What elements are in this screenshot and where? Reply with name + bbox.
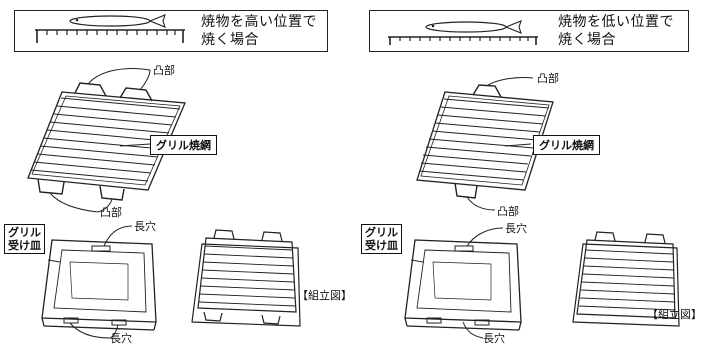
high-tray-label-line2: 受け皿 — [8, 239, 41, 252]
low-slot-bottom-label: 長穴 — [483, 332, 505, 345]
high-grill-tray-drawing — [41, 225, 157, 339]
low-grill-net-drawing — [416, 77, 554, 211]
fish-on-raised-rack-icon — [35, 14, 185, 43]
low-tray-label: グリル 受け皿 — [361, 224, 402, 254]
low-assembled-label: 【組立図】 — [647, 308, 702, 321]
high-grill-net-label: グリル焼網 — [150, 135, 217, 155]
low-grill-tray-drawing — [404, 227, 522, 339]
low-title-line2: 焼く場合 — [558, 32, 616, 48]
high-tray-label-line1: グリル — [8, 226, 41, 239]
low-tray-label-line2: 受け皿 — [365, 239, 398, 252]
low-tray-label-line1: グリル — [365, 226, 398, 239]
high-title-line2: 焼く場合 — [201, 32, 259, 48]
high-position-panel: 焼物を高い位置で 焼く場合 — [0, 0, 355, 345]
fish-on-low-rack-icon — [388, 20, 538, 45]
low-convex-top-label: 凸部 — [537, 72, 559, 85]
high-slot-bottom-label: 長穴 — [110, 332, 132, 345]
low-grill-net-label: グリル焼網 — [533, 135, 600, 155]
high-title-line1: 焼物を高い位置で — [201, 14, 317, 30]
low-convex-bottom-label: 凸部 — [497, 205, 519, 218]
high-convex-top-label: 凸部 — [153, 64, 175, 77]
high-convex-bottom-label: 凸部 — [100, 206, 122, 219]
low-slot-top-label: 長穴 — [505, 222, 527, 235]
high-title-box: 焼物を高い位置で 焼く場合 — [14, 10, 328, 52]
low-title-box: 焼物を低い位置で 焼く場合 — [369, 10, 689, 52]
low-assembled-drawing — [572, 231, 680, 327]
low-title-line1: 焼物を低い位置で — [558, 14, 674, 30]
high-slot-top-label: 長穴 — [134, 220, 156, 233]
high-grill-net-drawing — [27, 68, 186, 213]
low-position-panel: 焼物を低い位置で 焼く場合 — [355, 0, 710, 345]
low-grill-illustration — [404, 77, 680, 339]
high-grill-illustration — [27, 68, 301, 339]
high-tray-label: グリル 受け皿 — [4, 224, 45, 254]
high-assembled-label: 【組立図】 — [297, 289, 352, 302]
high-assembled-drawing — [191, 229, 301, 327]
